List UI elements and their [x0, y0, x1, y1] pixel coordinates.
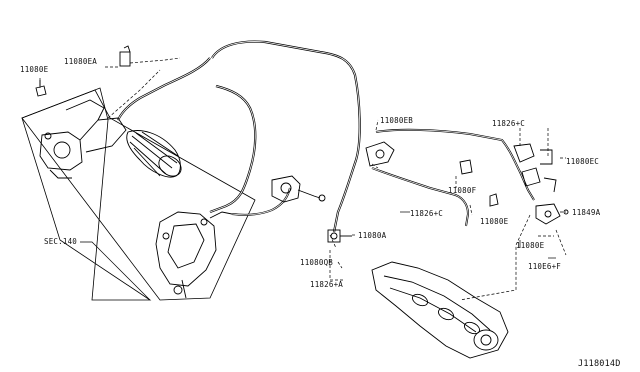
- lower-module: [155, 211, 233, 299]
- main-hose-upper: [211, 40, 361, 233]
- label-11080F: 11080F: [448, 186, 477, 195]
- label-11080EC: 11080EC: [566, 157, 600, 166]
- label-11080QB: 11080QB: [300, 258, 334, 267]
- diagram-id: J118014D: [578, 359, 621, 369]
- fitting-right: [489, 193, 569, 225]
- label-11826C-top: 11826+C: [492, 119, 526, 128]
- air-duct: [126, 130, 182, 178]
- label-11080E-top: 11080E: [20, 65, 49, 74]
- label-11080E-right: 11080E: [480, 217, 509, 226]
- label-sec140: SEC.140: [44, 237, 78, 246]
- throttle-body: [39, 99, 127, 179]
- label-11080A: 11080A: [358, 231, 387, 240]
- label-11080E-low: 11080E: [516, 241, 545, 250]
- main-hose-upper-inner: [211, 41, 361, 233]
- label-11849A: 11849A: [572, 208, 601, 217]
- sec140-outline: [21, 87, 152, 301]
- clip-11080F: [459, 159, 473, 175]
- intake-manifold: [371, 261, 509, 359]
- label-11080EB: 11080EB: [380, 116, 414, 125]
- hose-left-loop: [117, 57, 211, 121]
- label-11826C-mid: 11826+C: [410, 209, 444, 218]
- connector-11826C: [513, 143, 557, 193]
- clip-11080E-top: [35, 80, 47, 97]
- clip-11080EA: [119, 45, 131, 67]
- label-11826A: 11826+A: [310, 280, 344, 289]
- label-11080EA: 11080EA: [64, 57, 98, 66]
- label-11826F: 110E6+F: [528, 262, 562, 271]
- leader-lines: [105, 57, 567, 301]
- label-leaders: [39, 78, 556, 301]
- clamp-11080A: [327, 229, 352, 243]
- purge-valve: [271, 175, 326, 203]
- connector-11080EB: [365, 141, 395, 167]
- sec140-frame: [21, 89, 256, 301]
